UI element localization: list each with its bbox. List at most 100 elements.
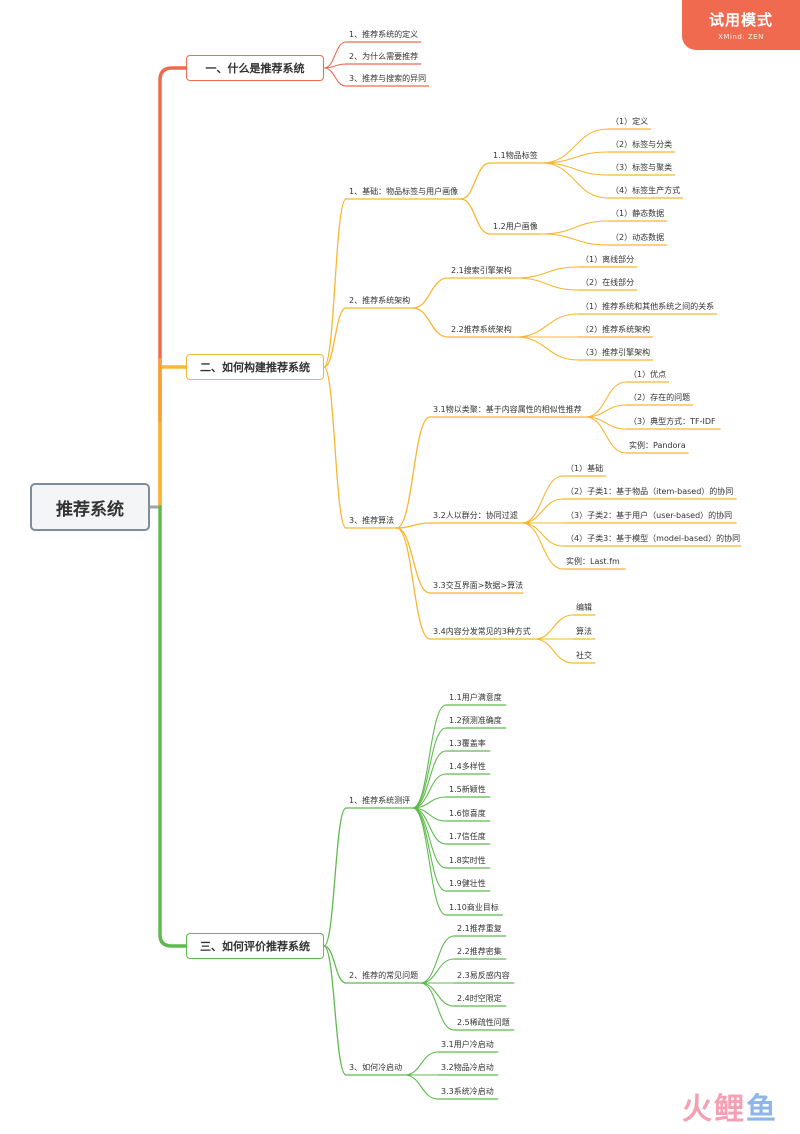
connector-line: [412, 727, 447, 809]
b2-leaf[interactable]: （3）子类2：基于用户（user-based）的协同: [566, 511, 733, 520]
connector-line: [515, 277, 579, 291]
b2-leaf[interactable]: 算法: [576, 627, 592, 636]
connector-line: [323, 67, 347, 87]
connector-line: [412, 704, 447, 809]
b3-leaf[interactable]: 1.10商业目标: [449, 903, 499, 912]
b2-s3a-topic[interactable]: 3.1物以类聚：基于内容属性的相似性推荐: [433, 405, 582, 414]
connector-line: [412, 807, 447, 916]
b2-s3b-topic[interactable]: 3.2人以群分：协同过滤: [433, 511, 518, 520]
b3-leaf[interactable]: 1.6惊喜度: [449, 809, 486, 818]
b3-leaf[interactable]: 2.4时空限定: [457, 994, 502, 1003]
connector-line: [533, 638, 574, 664]
connector-line: [541, 220, 609, 235]
b2-leaf[interactable]: 编辑: [576, 603, 592, 612]
connector-line: [158, 505, 188, 948]
connector-line: [158, 66, 188, 509]
b3-leaf[interactable]: 1.9健壮性: [449, 879, 486, 888]
b2-s1a-topic[interactable]: 1.1物品标签: [493, 151, 538, 160]
branch-what-is-recsys[interactable]: 一、什么是推荐系统: [186, 55, 324, 81]
connector-line: [323, 807, 347, 947]
b2-leaf[interactable]: （4）标签生产方式: [611, 186, 681, 195]
connector-line: [585, 381, 627, 418]
watermark-char-2: 鲤: [714, 1092, 746, 1127]
connector-line: [412, 773, 447, 809]
b2-s1-topic[interactable]: 1、基础：物品标签与用户画像: [349, 187, 459, 196]
b2-leaf[interactable]: （1）静态数据: [611, 209, 665, 218]
b2-leaf[interactable]: （1）离线部分: [581, 255, 635, 264]
b2-leaf[interactable]: （3）推荐引擎架构: [581, 348, 651, 357]
b2-s2b-topic[interactable]: 2.2推荐系统架构: [451, 325, 512, 334]
trial-mode-title: 试用模式: [708, 11, 773, 29]
b3-leaf[interactable]: 1.4多样性: [449, 762, 486, 771]
connector-line: [412, 750, 447, 809]
connector-line: [395, 522, 431, 529]
b3-leaf[interactable]: 2.5稀疏性问题: [457, 1018, 510, 1027]
connector-line: [541, 128, 609, 164]
connector-line: [585, 416, 627, 454]
b3-leaf[interactable]: 2.3易反感内容: [457, 971, 510, 980]
branch-evaluate-recsys[interactable]: 三、如何评价推荐系统: [186, 933, 324, 959]
b3-leaf[interactable]: 3.2物品冷启动: [441, 1063, 494, 1072]
b3-leaf[interactable]: 3.1用户冷启动: [441, 1040, 494, 1049]
b2-s2a-topic[interactable]: 2.1搜索引擎架构: [451, 266, 512, 275]
b2-leaf[interactable]: （2）动态数据: [611, 233, 665, 242]
root-topic[interactable]: 推荐系统: [30, 483, 150, 531]
b2-leaf[interactable]: （4）子类3：基于模型（model-based）的协同: [566, 534, 741, 543]
b1-subtopic[interactable]: 1、推荐系统的定义: [349, 30, 419, 39]
b2-leaf[interactable]: （3）典型方式：TF-IDF: [629, 417, 716, 426]
b2-s2-topic[interactable]: 2、推荐系统架构: [349, 296, 411, 305]
connector-line: [533, 614, 574, 640]
watermark-char-3: 鱼: [746, 1092, 778, 1127]
b2-leaf[interactable]: 社交: [576, 651, 592, 660]
b3-leaf[interactable]: 2.1推荐重复: [457, 924, 502, 933]
b1-subtopic[interactable]: 3、推荐与搜索的异同: [349, 74, 427, 83]
connector-line: [323, 945, 347, 1076]
connector-line: [521, 475, 564, 524]
b2-s3d-topic[interactable]: 3.4内容分发常见的3种方式: [433, 627, 531, 636]
connector-line: [459, 198, 491, 235]
b2-leaf[interactable]: （1）基础: [566, 464, 604, 473]
b3-leaf[interactable]: 1.3覆盖率: [449, 739, 486, 748]
b2-leaf[interactable]: （1）优点: [629, 370, 667, 379]
b2-leaf[interactable]: （1）定义: [611, 117, 649, 126]
connector-line: [521, 498, 564, 524]
connector-line: [541, 233, 609, 246]
b2-leaf[interactable]: （1）推荐系统和其他系统之间的关系: [581, 302, 715, 311]
b2-leaf[interactable]: （2）子类1：基于物品（item-based）的协同: [566, 487, 734, 496]
connector-line: [541, 162, 609, 199]
b2-leaf[interactable]: （2）存在的问题: [629, 393, 691, 402]
watermark-char-1: 火: [682, 1092, 714, 1127]
b2-leaf[interactable]: 实例：Pandora: [629, 441, 686, 450]
connector-line: [541, 151, 609, 164]
b2-leaf[interactable]: 实例：Last.fm: [566, 557, 620, 566]
b3-s3-topic[interactable]: 3、如何冷启动: [349, 1063, 403, 1072]
b3-leaf[interactable]: 1.1用户满意度: [449, 693, 502, 702]
b2-leaf[interactable]: （2）标签与分类: [611, 140, 673, 149]
connector-line: [323, 366, 347, 529]
b3-leaf[interactable]: 1.5新颖性: [449, 785, 486, 794]
connector-line: [323, 198, 347, 368]
connector-line: [323, 307, 347, 368]
trial-mode-subtitle: XMind: ZEN: [718, 33, 764, 41]
b3-s1-topic[interactable]: 1、推荐系统测评: [349, 796, 411, 805]
b3-leaf[interactable]: 1.2预测准确度: [449, 716, 502, 725]
b3-s2-topic[interactable]: 2、推荐的常见问题: [349, 971, 419, 980]
connector-line: [412, 796, 447, 809]
connector-line: [420, 935, 455, 984]
connector-line: [515, 313, 579, 338]
b2-leaf[interactable]: （2）推荐系统架构: [581, 325, 651, 334]
b2-s3c-topic[interactable]: 3.3交互界面>数据>算法: [433, 581, 524, 590]
b2-leaf[interactable]: （3）标签与聚类: [611, 163, 673, 172]
b2-s1b-topic[interactable]: 1.2用户画像: [493, 222, 538, 231]
branch-build-recsys[interactable]: 二、如何构建推荐系统: [186, 354, 324, 380]
connector-line: [420, 982, 455, 1031]
b3-leaf[interactable]: 1.7信任度: [449, 832, 486, 841]
b3-leaf[interactable]: 3.3系统冷启动: [441, 1087, 494, 1096]
connector-line: [395, 527, 431, 594]
b3-leaf[interactable]: 2.2推荐密集: [457, 947, 502, 956]
b2-s3-topic[interactable]: 3、推荐算法: [349, 516, 395, 525]
b3-leaf[interactable]: 1.8实时性: [449, 856, 486, 865]
b2-leaf[interactable]: （2）在线部分: [581, 278, 635, 287]
b1-subtopic[interactable]: 2、为什么需要推荐: [349, 52, 419, 61]
